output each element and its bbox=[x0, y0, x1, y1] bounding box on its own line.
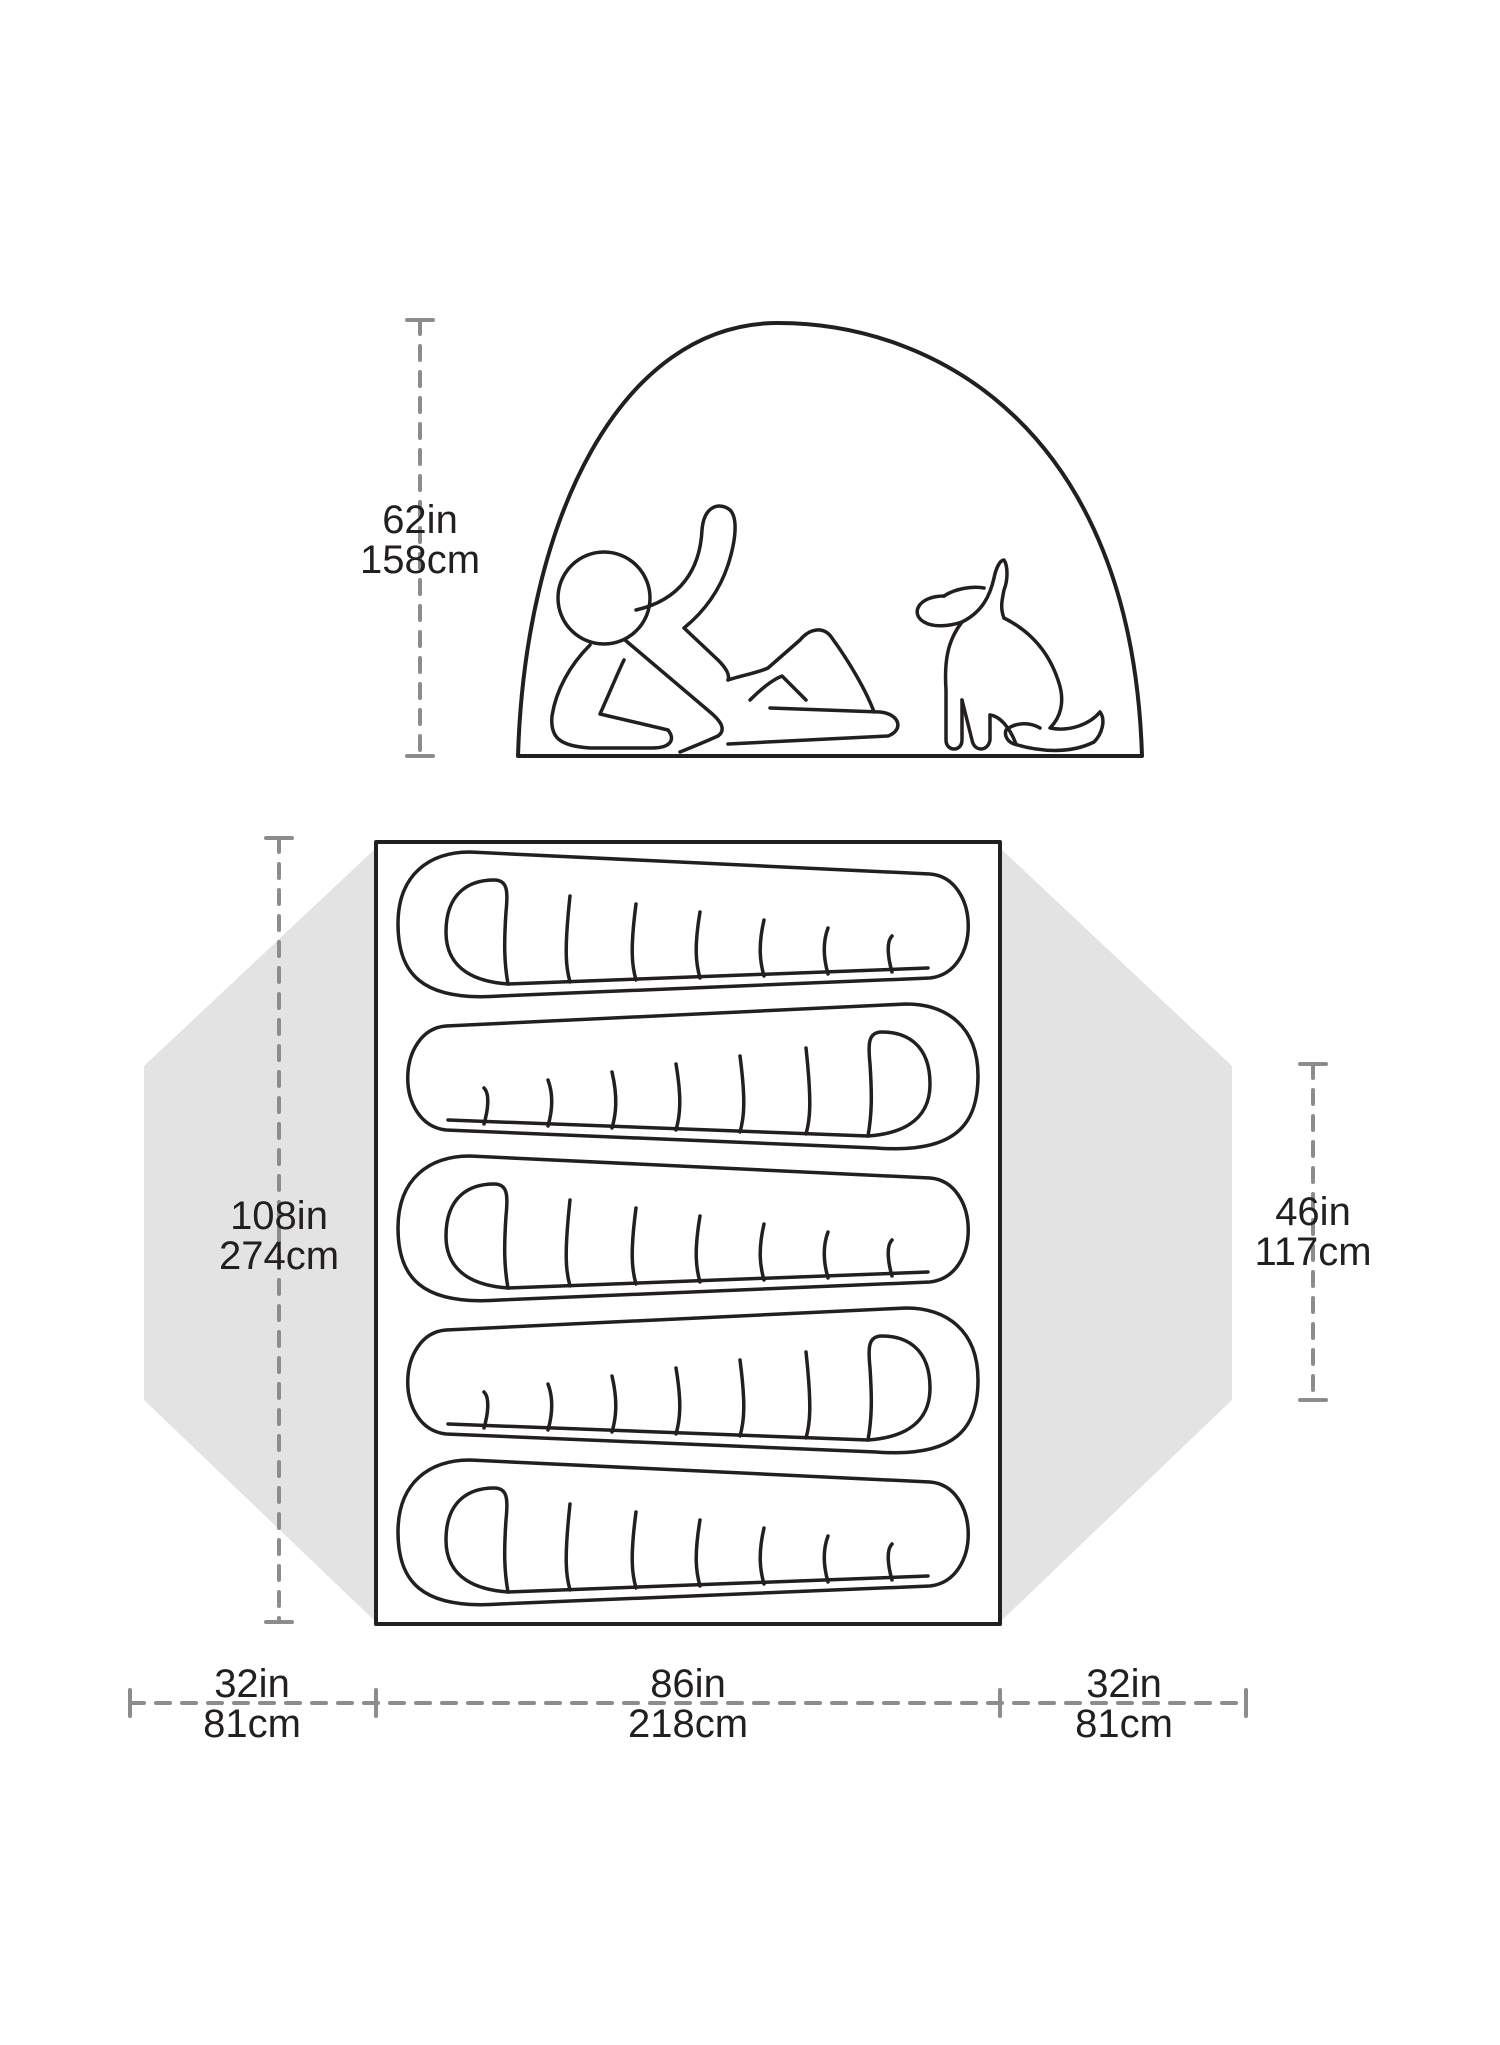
floor-plan bbox=[128, 836, 1328, 1718]
sleeping-bag bbox=[396, 1458, 970, 1607]
sleeping-bag-baffle bbox=[630, 1510, 638, 1590]
sleeping-bag-outline bbox=[396, 1154, 970, 1303]
vestibule-depth-imperial: 46in bbox=[1275, 1190, 1351, 1234]
floor-length-dimension-line bbox=[264, 836, 294, 1624]
tent-height-metric: 158cm bbox=[359, 538, 481, 582]
person-icon bbox=[550, 504, 900, 754]
sleeping-bag-baffle bbox=[610, 1374, 618, 1434]
sleeping-bag-baffle bbox=[630, 1206, 638, 1286]
sleeping-bag-outline bbox=[396, 1458, 970, 1607]
vestibule-depth-dimension-line bbox=[1298, 1062, 1328, 1402]
tent-height-label: 62in 158cm bbox=[340, 500, 500, 580]
sleeping-bag-seam bbox=[506, 1270, 930, 1290]
sleeping-bag-baffle bbox=[886, 1238, 894, 1278]
floor-width-label: 86in 218cm bbox=[608, 1664, 768, 1744]
vestibule-left-width-metric: 81cm bbox=[203, 1702, 301, 1746]
sleeping-bag-baffle bbox=[758, 918, 766, 978]
floor-length-imperial: 108in bbox=[230, 1194, 328, 1238]
sleeping-bag-outline bbox=[406, 1306, 980, 1455]
sleeping-bag-outline bbox=[396, 850, 970, 999]
vestibule-depth-metric: 117cm bbox=[1254, 1230, 1372, 1274]
sleeping-bag-hood bbox=[444, 1486, 510, 1594]
sleeping-bag-baffle bbox=[564, 1502, 572, 1592]
sleeping-bag-baffle bbox=[674, 1062, 682, 1132]
sleeping-bag-baffle bbox=[886, 934, 894, 974]
vestibule-right-width-metric: 81cm bbox=[1075, 1702, 1173, 1746]
sleeping-bag bbox=[406, 1002, 980, 1151]
sleeping-bag-hood bbox=[866, 1334, 932, 1442]
sleeping-bag-baffle bbox=[546, 1078, 554, 1128]
sleeping-bag-baffle bbox=[694, 1214, 702, 1284]
sleeping-bag-hood bbox=[444, 1182, 510, 1290]
sleeping-bag-baffle bbox=[610, 1070, 618, 1130]
sleeping-bag-baffle bbox=[546, 1382, 554, 1432]
vestibule-right-width-imperial: 32in bbox=[1086, 1662, 1162, 1706]
tent-dome-outline bbox=[516, 321, 1144, 758]
sleeping-bag-hood bbox=[866, 1030, 932, 1138]
vestibule-right-width-label: 32in 81cm bbox=[1044, 1664, 1204, 1744]
sleeping-bag bbox=[396, 1154, 970, 1303]
sleeping-bag-seam bbox=[506, 966, 930, 986]
sleeping-bag-hood bbox=[444, 878, 510, 986]
sleeping-bag-outline bbox=[406, 1002, 980, 1151]
sleeping-bag-baffle bbox=[822, 1534, 830, 1584]
sleeping-bag-baffle bbox=[804, 1046, 812, 1136]
vestibule-depth-label: 46in 117cm bbox=[1230, 1192, 1396, 1272]
sleeping-bag-baffle bbox=[482, 1086, 490, 1126]
sleeping-bag-baffle bbox=[758, 1222, 766, 1282]
floor-length-metric: 274cm bbox=[218, 1234, 340, 1278]
sleeping-bags bbox=[396, 850, 980, 1607]
sleeping-bag-baffle bbox=[738, 1358, 746, 1438]
dog-icon bbox=[915, 558, 1105, 753]
vestibule-right bbox=[1000, 848, 1232, 1622]
height-dimension-line bbox=[405, 318, 435, 758]
sleeping-bag bbox=[406, 1306, 980, 1455]
sleeping-bag-baffle bbox=[564, 894, 572, 984]
sleeping-bag bbox=[396, 850, 970, 999]
sleeping-bag-baffle bbox=[694, 910, 702, 980]
sleeping-bag-baffle bbox=[564, 1198, 572, 1288]
vestibule-left-width-imperial: 32in bbox=[214, 1662, 290, 1706]
sleeping-bag-baffle bbox=[738, 1054, 746, 1134]
sleeping-bag-baffle bbox=[822, 926, 830, 976]
sleeping-bag-baffle bbox=[694, 1518, 702, 1588]
sleeping-bag-baffle bbox=[630, 902, 638, 982]
sleeping-bag-seam bbox=[446, 1118, 870, 1138]
sleeping-bag-seam bbox=[506, 1574, 930, 1594]
sleeping-bag-baffle bbox=[822, 1230, 830, 1280]
sleeping-bag-baffle bbox=[674, 1366, 682, 1436]
side-view bbox=[405, 318, 1144, 758]
tent-floor bbox=[374, 840, 1002, 1626]
sleeping-bag-baffle bbox=[804, 1350, 812, 1440]
vestibule-left-width-label: 32in 81cm bbox=[172, 1664, 332, 1744]
sleeping-bag-seam bbox=[446, 1422, 870, 1442]
vestibule-left bbox=[144, 848, 376, 1622]
sleeping-bag-baffle bbox=[482, 1390, 490, 1430]
floor-width-imperial: 86in bbox=[650, 1662, 726, 1706]
sleeping-bag-baffle bbox=[886, 1542, 894, 1582]
width-dimension-line bbox=[128, 1688, 1248, 1718]
floor-width-metric: 218cm bbox=[627, 1702, 749, 1746]
sleeping-bag-baffle bbox=[758, 1526, 766, 1586]
floor-length-label: 108in 274cm bbox=[198, 1196, 360, 1276]
tent-height-imperial: 62in bbox=[382, 498, 458, 542]
